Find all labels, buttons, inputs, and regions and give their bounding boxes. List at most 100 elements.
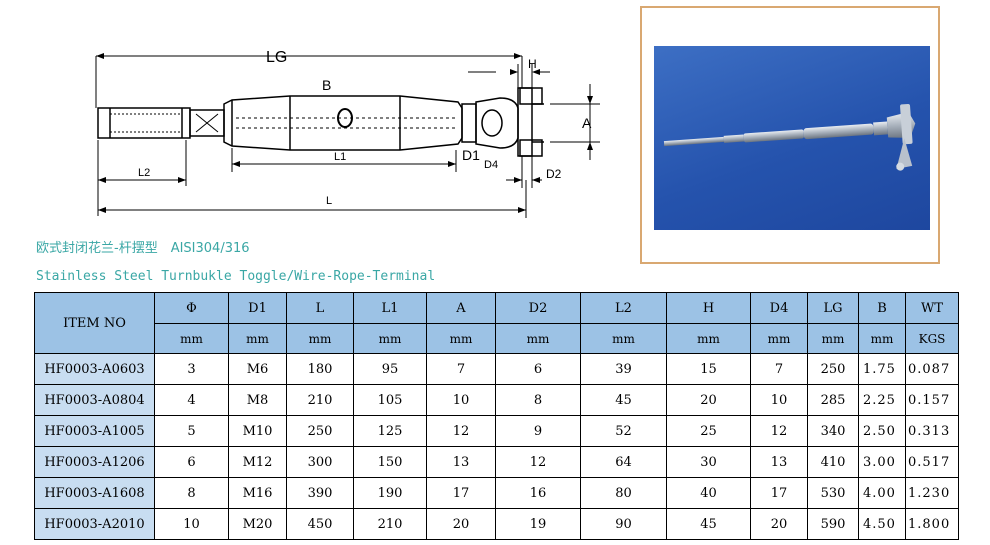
- item-number-cell: HF0003-A1206: [34, 446, 155, 478]
- product-title-chinese: 欧式封闭花兰-杆摆型 AISI304/316: [36, 241, 250, 256]
- column-header: WT: [905, 292, 959, 324]
- table-cell: 45: [580, 384, 667, 416]
- table-cell: 40: [666, 477, 751, 509]
- table-cell: 4.50: [858, 508, 906, 540]
- table-cell: 80: [580, 477, 667, 509]
- table-cell: 8: [154, 477, 229, 509]
- item-number-cell: HF0003-A0603: [34, 353, 155, 385]
- column-header: B: [858, 292, 906, 324]
- column-header: D1: [228, 292, 287, 324]
- table-cell: 39: [580, 353, 667, 385]
- item-number-cell: HF0003-A1608: [34, 477, 155, 509]
- dimension-label-h: H: [528, 57, 537, 71]
- dimension-label-d1: D1: [462, 147, 480, 163]
- table-cell: M6: [228, 353, 287, 385]
- table-cell: 4.00: [858, 477, 906, 509]
- dimension-label-l1: L1: [334, 151, 346, 163]
- table-cell: 0.313: [905, 415, 959, 447]
- product-photo-frame: [640, 6, 940, 264]
- table-cell: 3: [154, 353, 229, 385]
- table-cell: 15: [666, 353, 751, 385]
- table-cell: 20: [750, 508, 808, 540]
- unit-cell: mm: [286, 323, 354, 354]
- table-cell: 2.50: [858, 415, 906, 447]
- table-cell: 10: [426, 384, 496, 416]
- table-cell: 8: [495, 384, 581, 416]
- unit-cell: mm: [353, 323, 427, 354]
- unit-cell: mm: [495, 323, 581, 354]
- table-cell: 590: [807, 508, 859, 540]
- table-cell: 10: [154, 508, 229, 540]
- unit-cell: mm: [154, 323, 229, 354]
- table-cell: 19: [495, 508, 581, 540]
- dimension-label-b: B: [322, 77, 331, 93]
- unit-cell: mm: [426, 323, 496, 354]
- column-header: D4: [750, 292, 808, 324]
- column-header: H: [666, 292, 751, 324]
- table-cell: 20: [426, 508, 496, 540]
- table-cell: 105: [353, 384, 427, 416]
- table-cell: M12: [228, 446, 287, 478]
- specification-table: ITEM NO Φ D1 L L1 A D2 L2 H D4 LG B WT m…: [34, 292, 959, 540]
- table-cell: 180: [286, 353, 354, 385]
- table-cell: 90: [580, 508, 667, 540]
- dimension-label-l2: L2: [138, 167, 150, 179]
- table-cell: 250: [286, 415, 354, 447]
- table-cell: 6: [154, 446, 229, 478]
- table-cell: 1.230: [905, 477, 959, 509]
- dimension-label-d4: D4: [484, 159, 498, 171]
- unit-cell: mm: [750, 323, 808, 354]
- item-number-cell: HF0003-A1005: [34, 415, 155, 447]
- column-header: LG: [807, 292, 859, 324]
- unit-cell: KGS: [905, 323, 959, 354]
- table-cell: 285: [807, 384, 859, 416]
- table-cell: 9: [495, 415, 581, 447]
- turnbuckle-technical-drawing: LG B H A L1 D1 D4 D2 L2 L: [95, 49, 600, 218]
- unit-cell: mm: [228, 323, 287, 354]
- table-cell: 530: [807, 477, 859, 509]
- column-header: Φ: [154, 292, 229, 324]
- turnbuckle-body-outline: [223, 95, 463, 151]
- column-header: A: [426, 292, 496, 324]
- table-cell: 13: [426, 446, 496, 478]
- table-cell: 12: [495, 446, 581, 478]
- unit-cell: mm: [666, 323, 751, 354]
- table-cell: 4: [154, 384, 229, 416]
- table-cell: 12: [750, 415, 808, 447]
- table-cell: 52: [580, 415, 667, 447]
- unit-cell: mm: [580, 323, 667, 354]
- table-cell: 25: [666, 415, 751, 447]
- dimension-label-a: A: [582, 115, 592, 131]
- table-cell: 0.157: [905, 384, 959, 416]
- table-cell: 3.00: [858, 446, 906, 478]
- table-cell: 20: [666, 384, 751, 416]
- item-number-cell: HF0003-A2010: [34, 508, 155, 540]
- table-cell: 12: [426, 415, 496, 447]
- column-header: ITEM NO: [34, 292, 155, 354]
- column-header: L2: [580, 292, 667, 324]
- table-cell: 190: [353, 477, 427, 509]
- table-cell: 17: [426, 477, 496, 509]
- column-header: D2: [495, 292, 581, 324]
- unit-cell: mm: [807, 323, 859, 354]
- table-cell: 0.517: [905, 446, 959, 478]
- table-cell: M16: [228, 477, 287, 509]
- table-cell: M20: [228, 508, 287, 540]
- dimension-label-l: L: [326, 195, 332, 207]
- table-cell: 7: [426, 353, 496, 385]
- table-units-row: mm mm mm mm mm mm mm mm mm mm mm KGS: [35, 323, 959, 354]
- table-cell: 210: [353, 508, 427, 540]
- table-cell: 16: [495, 477, 581, 509]
- table-cell: 7: [750, 353, 808, 385]
- table-cell: 340: [807, 415, 859, 447]
- table-cell: 450: [286, 508, 354, 540]
- table-cell: M10: [228, 415, 287, 447]
- item-number-cell: HF0003-A0804: [34, 384, 155, 416]
- wire-terminal-outline: [97, 107, 191, 139]
- table-cell: 1.75: [858, 353, 906, 385]
- table-cell: 210: [286, 384, 354, 416]
